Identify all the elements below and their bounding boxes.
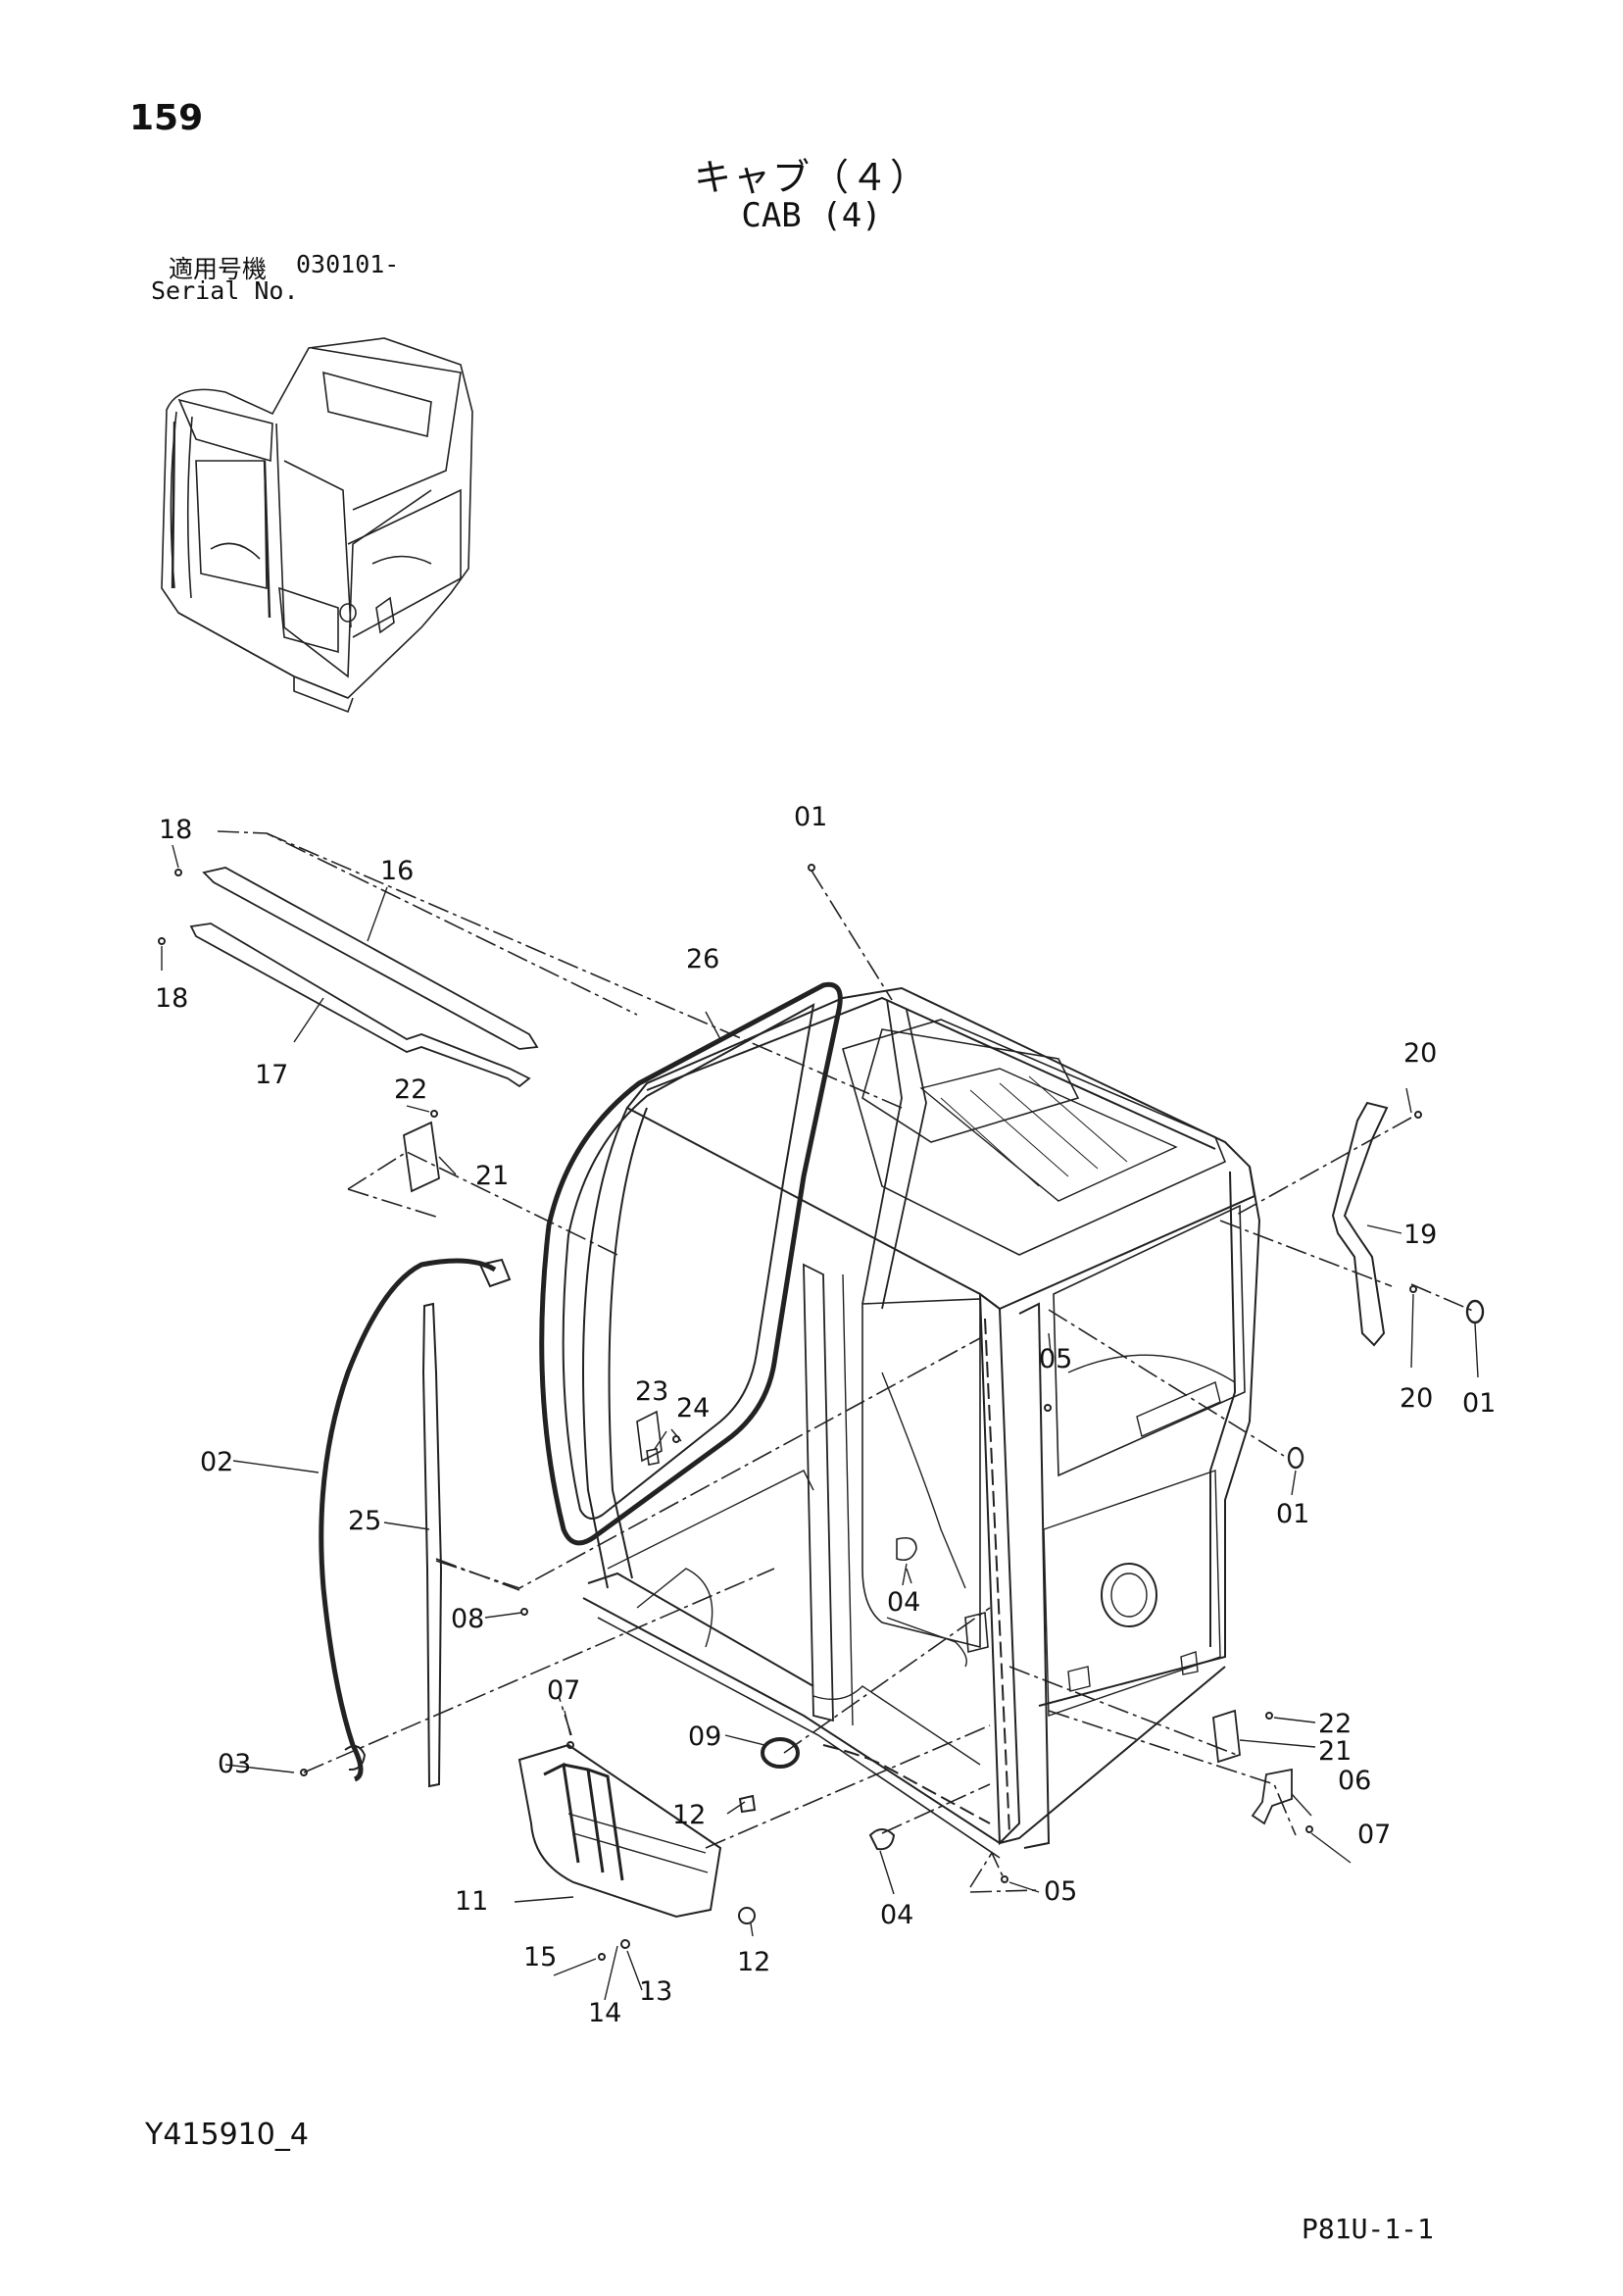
- serial-label-english: Serial No.: [151, 276, 299, 305]
- part-17-rod: [189, 923, 531, 1088]
- callout-05-bottom: 05: [1044, 1876, 1077, 1907]
- callout-13: 13: [639, 1976, 672, 2007]
- serial-number-value: 030101-: [296, 250, 400, 278]
- callout-16: 16: [380, 856, 414, 886]
- callout-06: 06: [1338, 1766, 1371, 1796]
- part-06-bracket: [1251, 1768, 1293, 1825]
- cab-frame: [539, 981, 1261, 1859]
- part-01-pad-right: [1465, 1299, 1485, 1324]
- callout-04-bottom: 04: [880, 1900, 913, 1930]
- page-number: 159: [129, 98, 204, 138]
- callout-14: 14: [588, 1998, 621, 2028]
- callout-19: 19: [1403, 1220, 1437, 1250]
- part-01-pad-mid: [1287, 1446, 1304, 1470]
- page-title-english: CAB (4): [741, 196, 882, 235]
- part-09-grommet: [761, 1737, 800, 1769]
- callout-21-right: 21: [1318, 1736, 1352, 1767]
- callout-22-top: 22: [394, 1074, 427, 1105]
- callout-20-bottom: 20: [1400, 1383, 1433, 1414]
- part-21-plate-left: [403, 1121, 440, 1193]
- callout-07-right: 07: [1357, 1820, 1391, 1850]
- callout-22-right: 22: [1318, 1709, 1352, 1739]
- callout-17: 17: [255, 1060, 288, 1090]
- callout-24: 24: [676, 1393, 710, 1423]
- callout-26: 26: [686, 944, 719, 974]
- page-title-japanese: キャブ（４）: [693, 156, 929, 199]
- callout-23: 23: [635, 1376, 668, 1407]
- callout-21-top: 21: [475, 1161, 509, 1191]
- callout-04-mid: 04: [887, 1587, 920, 1618]
- callout-03: 03: [218, 1749, 251, 1779]
- part-19-handrail: [1331, 1101, 1389, 1347]
- serial-label-japanese: 適用号機: [169, 255, 268, 283]
- part-21-plate-right: [1212, 1709, 1241, 1764]
- callout-01-mid: 01: [1276, 1499, 1309, 1529]
- page-code: P81U-1-1: [1302, 2213, 1434, 2245]
- part-02-handrail: [319, 1258, 497, 1782]
- callout-12-top: 12: [672, 1800, 706, 1830]
- part-11-cover: [517, 1743, 722, 1919]
- callout-08: 08: [451, 1604, 484, 1634]
- cab-overview-thumbnail: [161, 337, 473, 714]
- callout-01-top: 01: [794, 802, 827, 832]
- drawing-number: Y415910_4: [145, 2118, 309, 2152]
- callout-01-right: 01: [1462, 1388, 1496, 1419]
- callout-18-bottom: 18: [155, 983, 188, 1014]
- part-04-handle-lower: [868, 1828, 896, 1851]
- callout-25: 25: [348, 1506, 381, 1536]
- callout-15: 15: [523, 1942, 557, 1972]
- callout-11: 11: [455, 1886, 488, 1917]
- callout-09: 09: [688, 1722, 721, 1752]
- callout-12-bottom: 12: [737, 1947, 770, 1977]
- callout-05-mid: 05: [1039, 1344, 1072, 1374]
- callout-20-top: 20: [1403, 1038, 1437, 1069]
- callout-18-top: 18: [159, 815, 192, 845]
- callout-07-left: 07: [547, 1675, 580, 1706]
- part-16-rod: [202, 867, 539, 1050]
- callout-02: 02: [200, 1447, 233, 1477]
- part-25-strip: [421, 1302, 443, 1788]
